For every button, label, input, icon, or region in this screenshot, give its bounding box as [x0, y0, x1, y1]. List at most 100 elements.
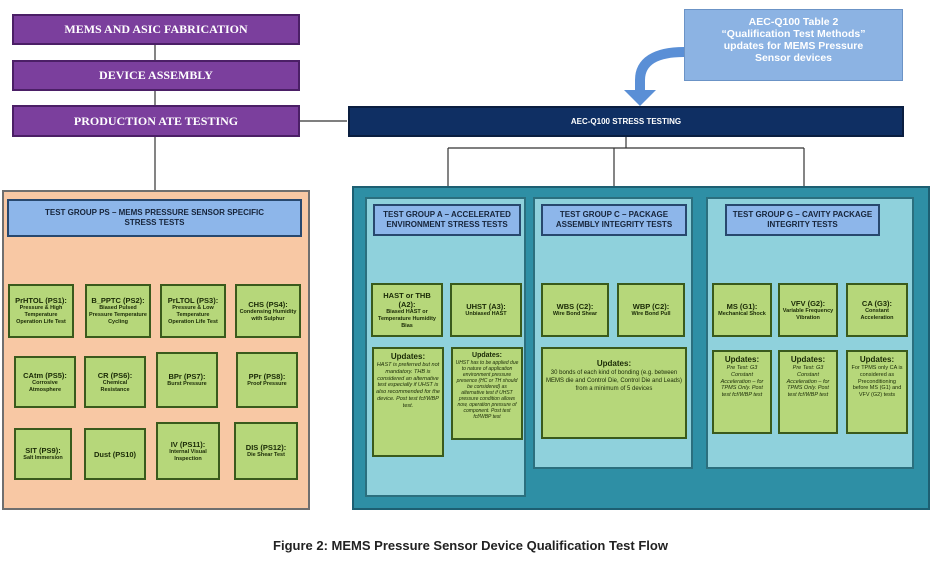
updates-box-a2: Updates: HAST is preferred but not manda…: [372, 347, 444, 457]
updates-box-g2: Updates: Pre Test: G3 Constant Accelerat…: [778, 350, 838, 434]
ps5-sub: Corrosive Atmosphere: [28, 379, 62, 393]
test-box-ps5: CAtm (PS5): Corrosive Atmosphere: [14, 356, 76, 408]
ps4-title: CHS (PS4):: [248, 299, 288, 309]
wbs-title: WBS (C2):: [556, 302, 594, 311]
test-box-a3: UHST (A3): Unbiased HAST: [450, 283, 522, 337]
ps6-title: CR (PS6):: [97, 370, 133, 380]
callout-line-3: updates for MEMS Pressure: [723, 40, 864, 52]
updates-box-g3: Updates: For TPMS only CA is considered …: [846, 350, 908, 434]
test-group-g-header: TEST GROUP G – CAVITY PACKAGE INTEGRITY …: [725, 204, 880, 236]
stress-testing-label: AEC-Q100 STRESS TESTING: [570, 117, 682, 126]
a2-title: HAST or THB (A2):: [383, 290, 431, 309]
ps3-sub: Pressure & Low Temperature Operation Lif…: [168, 305, 218, 325]
ps6-sub: Chemical Resistance: [100, 379, 130, 393]
c-updates-title: Updates:: [596, 359, 632, 368]
test-box-ps8: PPr (PS8): Proof Pressure: [236, 352, 298, 408]
mems-asic-fabrication-label: MEMS AND ASIC FABRICATION: [64, 22, 248, 36]
ps11-title: IV (PS11):: [170, 439, 206, 449]
ps3-title: PrLTOL (PS3):: [167, 296, 219, 305]
aec-q100-table-callout: AEC-Q100 Table 2 “Qualification Test Met…: [684, 9, 903, 81]
ps-header-line-1: TEST GROUP PS – MEMS PRESSURE SENSOR SPE…: [44, 208, 264, 217]
ps10-title: Dust (PS10): [93, 449, 137, 459]
g2-title: VFV (G2):: [790, 298, 826, 308]
test-box-ps4: CHS (PS4): Condensing Humidity with Sulp…: [235, 284, 301, 338]
test-group-a-header: TEST GROUP A – ACCELERATED ENVIRONMENT S…: [373, 204, 521, 236]
test-group-c-header: TEST GROUP C – PACKAGE ASSEMBLY INTEGRIT…: [541, 204, 687, 236]
ps1-sub: Pressure & High Temperature Operation Li…: [16, 305, 66, 325]
a3-updates-text: UHST has to be applied due to nature of …: [455, 360, 519, 420]
g1-updates-title: Updates:: [724, 355, 760, 364]
test-box-ps3: PrLTOL (PS3): Pressure & Low Temperature…: [160, 284, 226, 338]
test-box-ps9: SIT (PS9): Salt Immersion: [14, 428, 72, 480]
ps-header-line-2: STRESS TESTS: [124, 218, 185, 227]
callout-line-4: Sensor devices: [754, 52, 833, 64]
g1-sub: Mechanical Shock: [718, 311, 766, 317]
test-box-ps7: BPr (PS7): Burst Pressure: [156, 352, 218, 408]
g2-sub: Variable Frequency Vibration: [782, 307, 834, 321]
ps4-sub: Condensing Humidity with Sulphur: [239, 308, 297, 322]
test-box-c2-wbp: WBP (C2): Wire Bond Pull: [617, 283, 685, 337]
ps5-title: CAtm (PS5):: [23, 370, 67, 380]
g2-updates-text: Pre Test: G3 Constant Acceleration – for…: [786, 365, 830, 399]
device-assembly-label: DEVICE ASSEMBLY: [99, 68, 213, 82]
updates-box-a3: Updates: UHST has to be applied due to n…: [451, 347, 523, 440]
group-a-header-line-2: ENVIRONMENT STRESS TESTS: [386, 220, 508, 229]
ps11-sub: Internal Visual Inspection: [169, 448, 207, 462]
test-box-ps11: IV (PS11): Internal Visual Inspection: [156, 422, 220, 480]
test-box-ps1: PrHTOL (PS1): Pressure & High Temperatur…: [8, 284, 74, 338]
ps12-title: DIS (PS12):: [245, 443, 287, 452]
ps9-sub: Salt Immersion: [23, 455, 63, 461]
ps12-sub: Die Shear Test: [247, 452, 285, 458]
test-box-ps10: Dust (PS10): [84, 428, 146, 480]
ps8-title: PPr (PS8):: [248, 372, 286, 381]
wbp-sub: Wire Bond Pull: [631, 311, 671, 317]
ps2-sub: Biased Pulsed Pressure Temperature Cycli…: [89, 305, 147, 325]
ps1-title: PrHTOL (PS1):: [15, 296, 67, 305]
g3-sub: Constant Acceleration: [860, 307, 894, 321]
ps7-sub: Burst Pressure: [167, 381, 207, 387]
wbp-title: WBP (C2):: [632, 302, 670, 311]
g2-updates-title: Updates:: [790, 355, 826, 364]
production-ate-testing-box: PRODUCTION ATE TESTING: [12, 105, 300, 137]
wbs-sub: Wire Bond Shear: [552, 311, 598, 317]
aec-q100-stress-testing-box: AEC-Q100 STRESS TESTING: [348, 106, 904, 137]
updates-box-g1: Updates: Pre Test: G3 Constant Accelerat…: [712, 350, 772, 434]
g1-title: MS (G1):: [726, 302, 758, 311]
g3-updates-text: For TPMS only CA is considered as Precon…: [851, 365, 903, 399]
g3-title: CA (G3):: [861, 298, 893, 308]
ps7-title: BPr (PS7):: [168, 372, 206, 381]
device-assembly-box: DEVICE ASSEMBLY: [12, 60, 300, 91]
group-g-header-line-1: TEST GROUP G – CAVITY PACKAGE: [732, 210, 873, 219]
group-c-header-line-2: ASSEMBLY INTEGRITY TESTS: [555, 220, 673, 229]
g3-updates-title: Updates:: [859, 355, 895, 364]
a3-sub: Unbiased HAST: [465, 311, 507, 317]
callout-line-2: “Qualification Test Methods”: [721, 28, 866, 40]
ps2-title: B_PPTC (PS2):: [91, 296, 145, 305]
group-c-header-line-1: TEST GROUP C – PACKAGE: [559, 210, 669, 219]
test-box-g2: VFV (G2): Variable Frequency Vibration: [778, 283, 838, 337]
group-a-header-line-1: TEST GROUP A – ACCELERATED: [383, 210, 511, 219]
ps8-sub: Proof Pressure: [247, 381, 287, 387]
test-box-ps2: B_PPTC (PS2): Biased Pulsed Pressure Tem…: [85, 284, 151, 338]
test-box-c2-wbs: WBS (C2): Wire Bond Shear: [541, 283, 609, 337]
figure-caption: Figure 2: MEMS Pressure Sensor Device Qu…: [273, 538, 668, 553]
test-group-ps-header: TEST GROUP PS – MEMS PRESSURE SENSOR SPE…: [7, 199, 302, 237]
a3-updates-title: Updates:: [472, 352, 502, 359]
test-box-g1: MS (G1): Mechanical Shock: [712, 283, 772, 337]
c-updates-text: 30 bonds of each kind of bonding (e.g. b…: [545, 370, 683, 392]
test-box-a2: HAST or THB (A2): Biased HAST or Tempera…: [371, 283, 443, 337]
test-box-ps12: DIS (PS12): Die Shear Test: [234, 422, 298, 480]
a3-title: UHST (A3):: [466, 302, 506, 311]
a2-updates-title: Updates:: [390, 352, 426, 361]
a2-sub: Biased HAST or Temperature Humidity Bias: [378, 308, 436, 329]
updates-box-c: Updates: 30 bonds of each kind of bondin…: [541, 347, 687, 439]
test-box-ps6: CR (PS6): Chemical Resistance: [84, 356, 146, 408]
g1-updates-text: Pre Test: G3 Constant Acceleration – for…: [720, 365, 764, 399]
production-ate-testing-label: PRODUCTION ATE TESTING: [73, 113, 239, 128]
group-g-header-line-2: INTEGRITY TESTS: [767, 220, 838, 229]
mems-asic-fabrication-box: MEMS AND ASIC FABRICATION: [12, 14, 300, 45]
ps9-title: SIT (PS9):: [25, 446, 61, 455]
a2-updates-text: HAST is preferred but not mandatory. THB…: [376, 362, 440, 409]
test-box-g3: CA (G3): Constant Acceleration: [846, 283, 908, 337]
